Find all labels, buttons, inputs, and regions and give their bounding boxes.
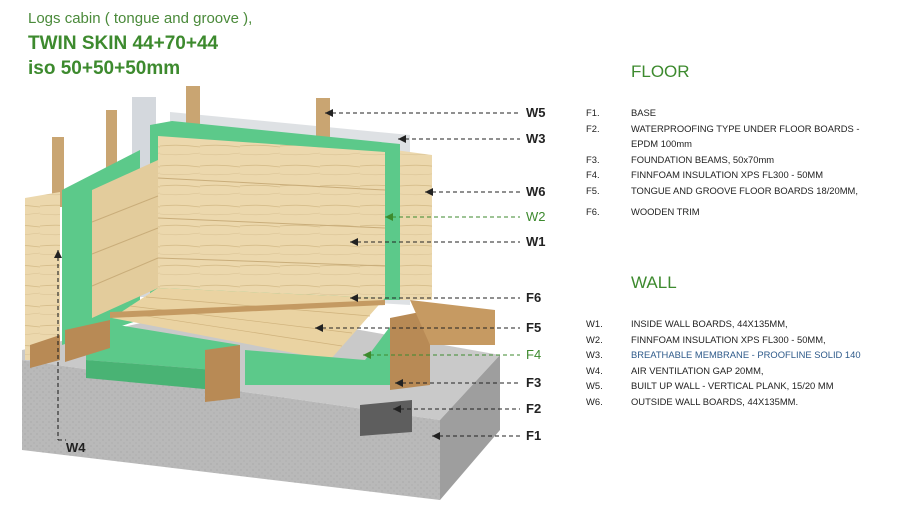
- diagram-subtitle: Logs cabin ( tongue and groove ),: [28, 10, 253, 27]
- legend-item: W3.BREATHABLE MEMBRANE - PROOFLINE SOLID…: [586, 349, 861, 360]
- legend-item: W5.BUILT UP WALL - VERTICAL PLANK, 15/20…: [586, 380, 834, 391]
- legend-item: W4.AIR VENTILATION GAP 20MM,: [586, 364, 764, 376]
- outside-wall-boards-left: [25, 192, 60, 360]
- floor-legend: F1.BASE F2.WATERPROOFING TYPE UNDER FLOO…: [586, 105, 881, 220]
- legend-item: W1.INSIDE WALL BOARDS, 44X135MM,: [586, 318, 788, 329]
- leader-lines: [57, 112, 520, 441]
- legend-item: F1.BASE: [586, 107, 657, 118]
- callout-f4: F4: [526, 347, 542, 362]
- leader-lines-green: [363, 216, 520, 356]
- legend-item: W6.OUTSIDE WALL BOARDS, 44X135MM.: [586, 395, 799, 407]
- epdm-membrane: [360, 400, 412, 436]
- legend-item: F2.WATERPROOFING TYPE UNDER FLOOR BOARDS…: [586, 122, 860, 150]
- callout-f2: F2: [526, 401, 542, 416]
- callout-w4: W4: [66, 440, 86, 455]
- legend-item: F3.FOUNDATION BEAMS, 50x70mm: [586, 153, 775, 165]
- inside-wall-boards: [157, 136, 386, 298]
- inside-wall-boards-left: [91, 160, 159, 318]
- legend-item: F5.TONGUE AND GROOVE FLOOR BOARDS 18/20M…: [586, 184, 858, 196]
- floor-title: FLOOR: [631, 62, 690, 81]
- floor-insulation: [86, 320, 420, 390]
- wall-legend: W1.INSIDE WALL BOARDS, 44X135MM, W2.FINN…: [586, 316, 881, 409]
- foundation-beams: [30, 300, 495, 402]
- callout-w2: W2: [526, 209, 546, 224]
- callout-f1: F1: [526, 428, 542, 443]
- legend-item: F4.FINNFOAM INSULATION XPS FL300 - 50MM: [586, 169, 824, 180]
- callout-w5: W5: [526, 105, 546, 120]
- callout-f3: F3: [526, 375, 542, 390]
- legend-item: F6.WOODEN TRIM: [586, 206, 700, 217]
- callout-w1: W1: [526, 234, 546, 249]
- callout-w6: W6: [526, 184, 546, 199]
- wooden-trim: [110, 300, 385, 318]
- diagram-title-line1: TWIN SKIN 44+70+44: [28, 33, 219, 54]
- diagram-title-line2: iso 50+50+50mm: [28, 58, 181, 79]
- wall-title: WALL: [631, 273, 677, 292]
- outside-wall-boards: [395, 150, 432, 300]
- callout-f6: F6: [526, 290, 542, 305]
- arrow-heads: [54, 109, 440, 440]
- callout-f5: F5: [526, 320, 542, 335]
- legend-item: W2.FINNFOAM INSULATION XPS FL300 - 50MM,: [586, 333, 826, 345]
- callout-w3: W3: [526, 131, 546, 146]
